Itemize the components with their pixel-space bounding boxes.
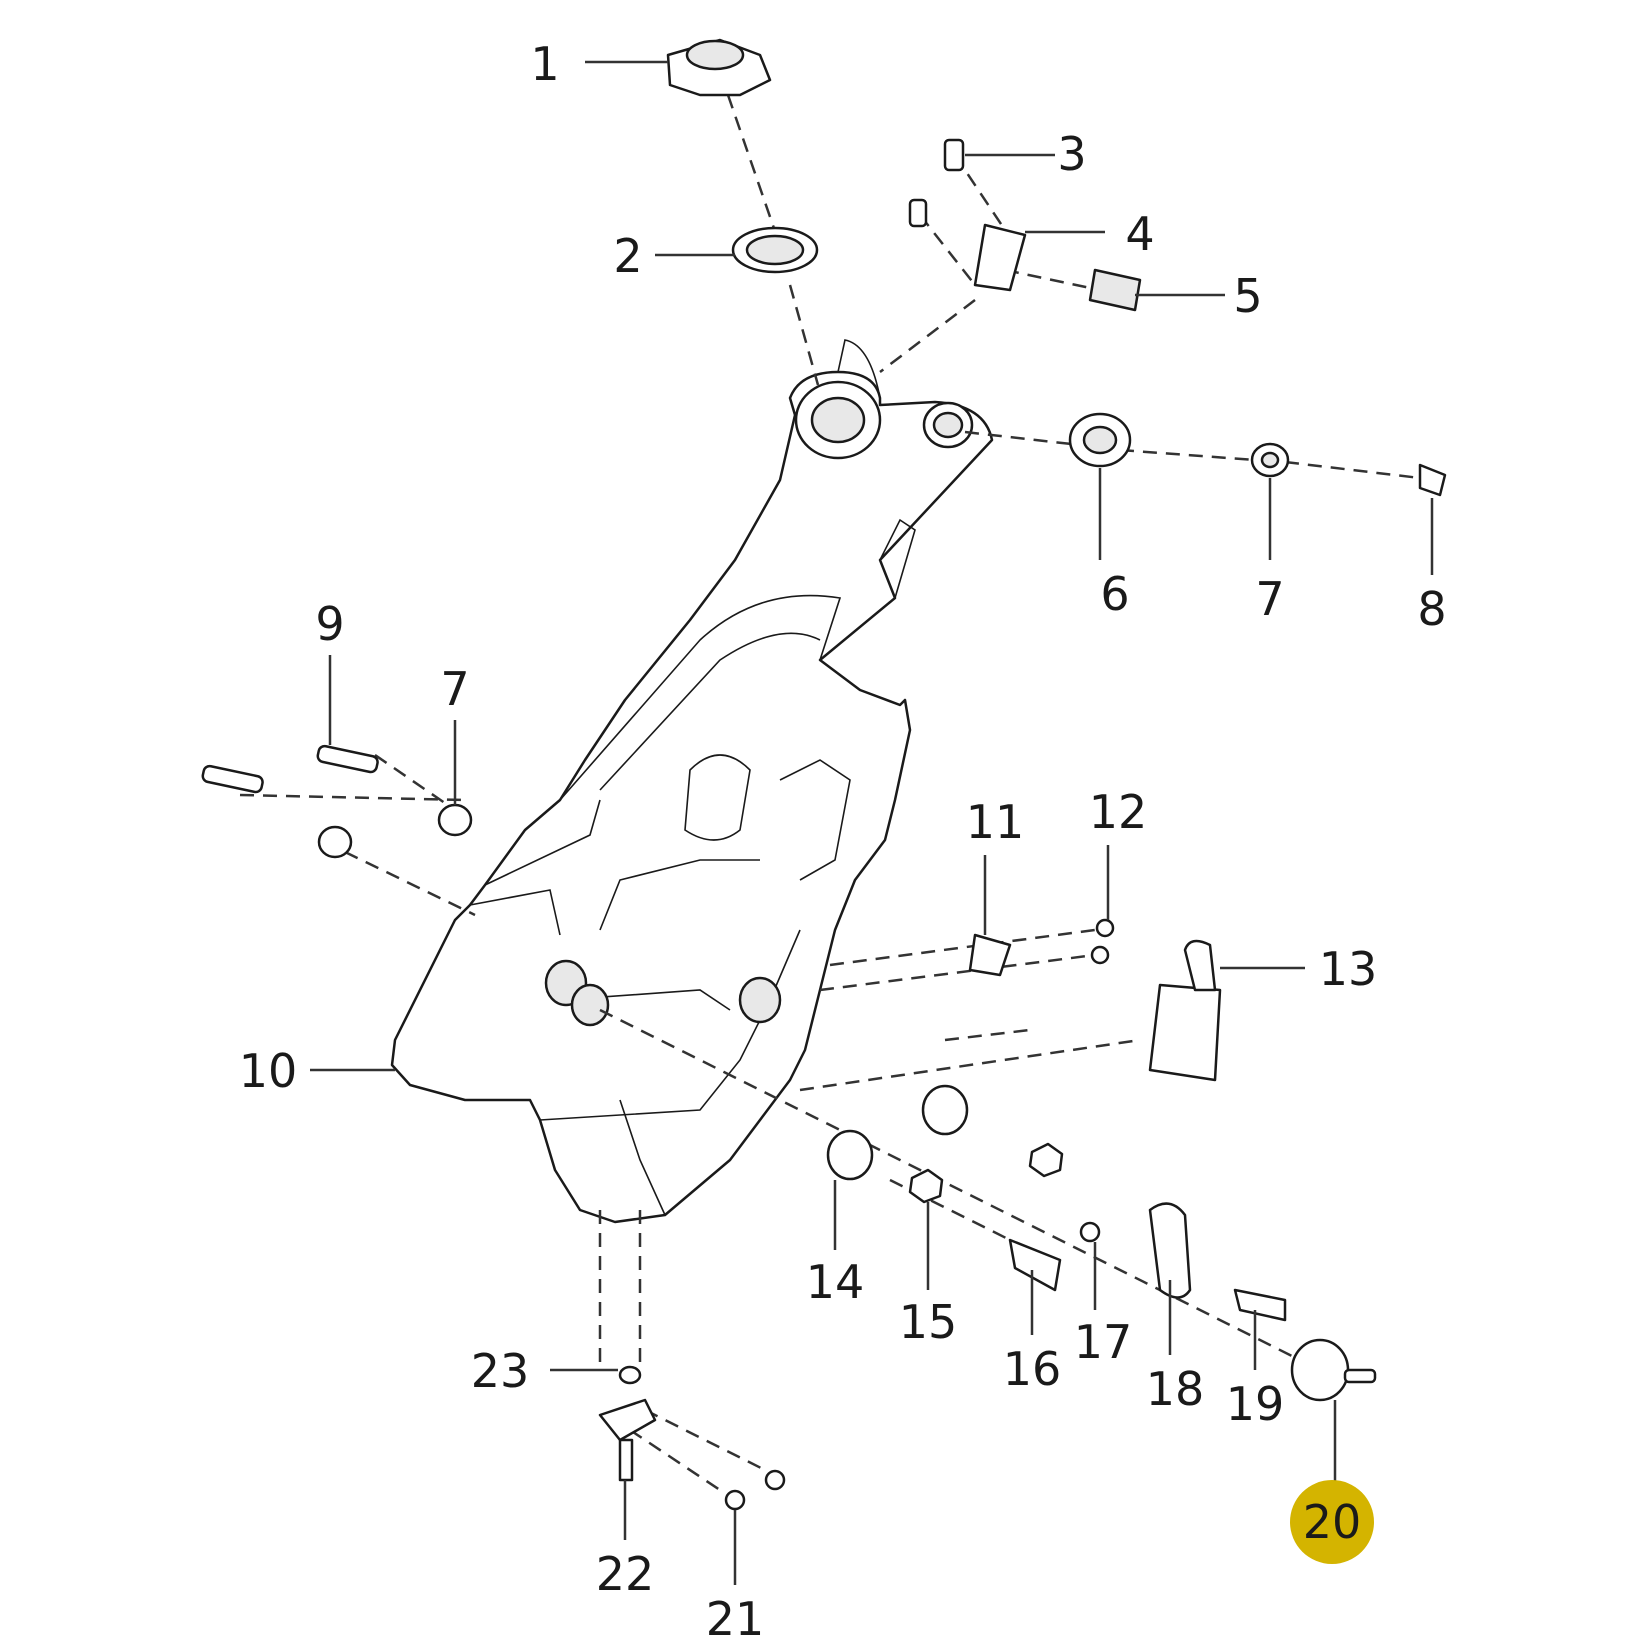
assembly-lines: [239, 94, 1421, 1492]
callout-15[interactable]: 15: [899, 1295, 958, 1349]
callout-13[interactable]: 13: [1319, 942, 1378, 996]
callout-14[interactable]: 14: [806, 1255, 865, 1309]
callout-4[interactable]: 4: [1125, 207, 1154, 261]
o-ring-part-23[interactable]: [618, 1365, 642, 1385]
callout-19[interactable]: 19: [1226, 1377, 1285, 1431]
callout-17[interactable]: 17: [1074, 1315, 1133, 1369]
callout-10[interactable]: 10: [239, 1044, 298, 1098]
filler-seal-part[interactable]: [731, 226, 819, 274]
rubber-mount-part-20[interactable]: [1290, 1338, 1377, 1402]
callout-7b[interactable]: 7: [440, 662, 469, 716]
screw-part-12[interactable]: [1090, 918, 1115, 965]
bracket-part-18[interactable]: [1148, 1202, 1192, 1299]
screw-part-3[interactable]: [908, 138, 965, 228]
callout-labels: 1 2 3 4 5 6 7 8 9 7 10 11 12 13 14 15 16…: [239, 37, 1447, 1646]
screw-part-17[interactable]: [1079, 1221, 1101, 1243]
clip-nut-part-5[interactable]: [1088, 268, 1142, 312]
nut-part-15[interactable]: [908, 1142, 1064, 1204]
fuel-pump-part-13[interactable]: [1148, 939, 1222, 1082]
callout-16[interactable]: 16: [1003, 1342, 1062, 1396]
callout-1[interactable]: 1: [530, 37, 559, 91]
drain-valve-part-22[interactable]: [598, 1398, 657, 1482]
bracket-part-4[interactable]: [973, 223, 1027, 292]
callout-5[interactable]: 5: [1233, 269, 1262, 323]
callout-21[interactable]: 21: [706, 1592, 765, 1646]
callout-3[interactable]: 3: [1057, 127, 1086, 181]
callout-8[interactable]: 8: [1417, 582, 1446, 636]
callout-9[interactable]: 9: [315, 597, 344, 651]
callout-20[interactable]: 20: [1303, 1495, 1362, 1549]
bushing-part-14[interactable]: [826, 1084, 969, 1181]
washer-part-7a[interactable]: [1250, 442, 1290, 478]
callout-22[interactable]: 22: [596, 1547, 655, 1601]
clamp-part-11[interactable]: [968, 933, 1012, 977]
callout-11[interactable]: 11: [966, 795, 1025, 849]
washer-part-7b[interactable]: [317, 803, 473, 859]
fuel-cap-part[interactable]: [666, 38, 772, 97]
screw-part-21[interactable]: [724, 1469, 786, 1511]
callout-23[interactable]: 23: [471, 1344, 530, 1398]
bolt-part-16[interactable]: [1008, 1238, 1062, 1292]
bolt-part-8[interactable]: [1418, 463, 1447, 497]
callout-2[interactable]: 2: [613, 229, 642, 283]
callout-highlight: [1290, 1480, 1374, 1564]
callout-7a[interactable]: 7: [1255, 572, 1284, 626]
bolt-part-19[interactable]: [1233, 1288, 1287, 1322]
callout-12[interactable]: 12: [1089, 785, 1148, 839]
callout-18[interactable]: 18: [1146, 1362, 1205, 1416]
grommet-part-6[interactable]: [1068, 412, 1132, 468]
callout-6[interactable]: 6: [1100, 567, 1129, 621]
bolt-part-9[interactable]: [201, 744, 379, 794]
leader-lines: [310, 60, 1434, 1585]
fuel-tank-part[interactable]: [390, 339, 994, 1224]
